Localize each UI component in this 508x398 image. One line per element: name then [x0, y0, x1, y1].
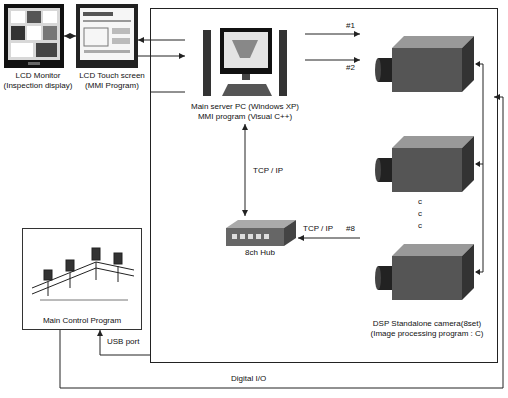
connector [242, 124, 248, 216]
server-node: Main server PC (Windows XP) MMI program … [185, 20, 305, 124]
callout-label: c [418, 209, 422, 219]
edge-label: Digital I/O [230, 374, 267, 384]
connector [305, 57, 360, 63]
connector-line [305, 34, 360, 35]
arrow-head [70, 33, 76, 39]
arrow-head [298, 235, 304, 241]
connector-line [298, 238, 360, 239]
edge-label: TCP / IP [302, 224, 334, 234]
arrow-head [354, 57, 360, 63]
connector-line [100, 92, 185, 355]
node-label: LCD Touch screen (MMI Program) [76, 71, 148, 91]
hub-icon [226, 220, 296, 246]
connector [97, 92, 185, 355]
camera-icon [375, 136, 474, 192]
callout-label: #2 [346, 63, 355, 73]
connector-line [305, 60, 360, 61]
callout-label: c [418, 221, 422, 231]
node-label: 8ch Hub [224, 248, 296, 258]
camera-icon [375, 36, 474, 92]
callout-label: #1 [346, 21, 355, 31]
arrow-head [97, 330, 103, 336]
node-label: Main server PC (Windows XP) MMI program … [187, 102, 303, 122]
connector [60, 94, 503, 388]
connector [305, 31, 360, 37]
node-label: LCD Monitor (Inspection display) [2, 71, 74, 91]
arrow-head [64, 33, 70, 39]
lcd-monitor-icon [4, 4, 64, 68]
monitor-node: LCD Monitor (Inspection display) [4, 4, 64, 68]
connector [138, 53, 185, 59]
control-program-node: Main Control Program [22, 228, 142, 330]
touch-screen-icon [76, 4, 138, 68]
touch-screen-node: LCD Touch screen (MMI Program) [76, 4, 138, 68]
edge-label: TCP / IP [252, 166, 284, 176]
arrow-head [494, 94, 500, 100]
machine-drawing [32, 248, 134, 300]
system-frame [151, 9, 498, 363]
server-pc-icon [203, 28, 287, 96]
camera-bus-wire [476, 64, 483, 272]
node-label: DSP Standalone camera(8set) (Image proce… [363, 319, 491, 339]
callout-label: c [418, 197, 422, 207]
camera-bus-arrow [475, 61, 480, 275]
arrow-head [138, 37, 144, 43]
connector [138, 37, 185, 43]
connector [298, 235, 360, 241]
connector [64, 33, 76, 39]
connector-line [138, 56, 185, 57]
node-label: Main Control Program [26, 316, 138, 326]
connector-line [245, 124, 246, 216]
callout-label: #8 [346, 224, 355, 234]
hub-node: 8ch Hub [222, 216, 298, 260]
connector-line [60, 97, 503, 388]
camera-icon [375, 244, 474, 300]
connector-line [138, 40, 185, 41]
arrow-head [242, 124, 248, 130]
camera-group-node: DSP Standalone camera(8set) (Image proce… [360, 20, 494, 342]
edge-label: USB port [106, 337, 140, 347]
arrow-head [354, 31, 360, 37]
arrow-head [242, 210, 248, 216]
arrow-head [179, 53, 185, 59]
